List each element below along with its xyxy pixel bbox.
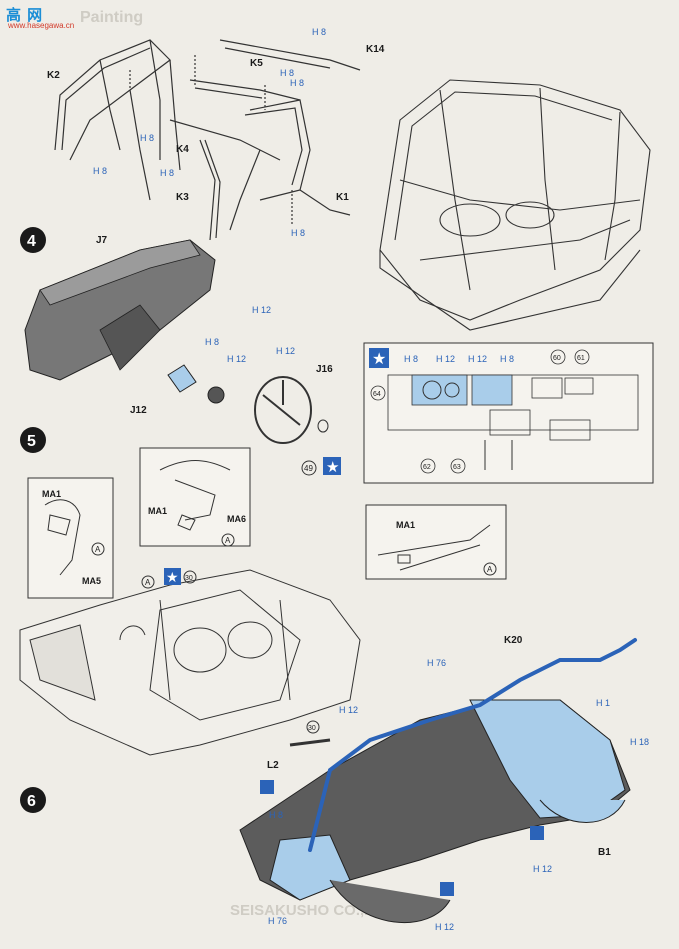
dashboard-j7 bbox=[24, 239, 216, 381]
site-logo: 高 网 www.hasegawa.cn bbox=[6, 4, 74, 32]
paint-code-h12: H 12 bbox=[276, 346, 295, 356]
part-label-k14: K14 bbox=[366, 44, 385, 55]
part-label-k20: K20 bbox=[504, 635, 523, 646]
part-label-ma1: MA1 bbox=[148, 506, 167, 516]
header-watermark: Painting bbox=[80, 9, 143, 26]
svg-text:4: 4 bbox=[27, 233, 36, 250]
star-icon: ★ bbox=[166, 569, 179, 585]
part-label-k5: K5 bbox=[250, 58, 263, 69]
paint-code-h76: H 76 bbox=[268, 916, 287, 926]
part-label-l2: L2 bbox=[267, 760, 279, 771]
step-5-marker: 5 bbox=[20, 427, 46, 453]
paint-code-h8: H 8 bbox=[280, 68, 294, 78]
decal-number-60: 60 bbox=[553, 355, 561, 362]
switch-assembly bbox=[167, 364, 225, 404]
paint-code-h12: H 12 bbox=[435, 922, 454, 932]
seatbelt-detail-center bbox=[139, 447, 251, 547]
part-number-30: 30 bbox=[308, 725, 316, 732]
star-icon: ★ bbox=[372, 351, 386, 368]
interior-body-step5 bbox=[19, 569, 361, 756]
paint-code-h8: H 8 bbox=[160, 168, 174, 178]
part-label-ma6: MA6 bbox=[227, 514, 246, 524]
exhaust-pipe-k20 bbox=[308, 638, 637, 852]
paint-code-h18: H 18 bbox=[630, 737, 649, 747]
callout-a: A bbox=[95, 545, 101, 554]
step-6-marker: 6 bbox=[20, 787, 46, 813]
part-label-j16: J16 bbox=[316, 364, 333, 375]
site-logo-url: www.hasegawa.cn bbox=[8, 21, 75, 30]
part-label-k1: K1 bbox=[336, 192, 349, 203]
part-label-j7: J7 bbox=[96, 235, 108, 246]
paint-code-h12: H 12 bbox=[252, 305, 271, 315]
paint-code-h12: H 12 bbox=[436, 354, 455, 364]
part-label-k2: K2 bbox=[47, 70, 60, 81]
decal-number-64: 64 bbox=[373, 391, 381, 398]
paint-code-h12: H 12 bbox=[339, 705, 358, 715]
part-label-ma5: MA5 bbox=[82, 576, 101, 586]
callout-a: A bbox=[487, 565, 493, 574]
svg-text:6: 6 bbox=[27, 793, 36, 810]
part-label-k3: K3 bbox=[176, 192, 189, 203]
chassis-underbody bbox=[239, 699, 631, 923]
decal-number-63: 63 bbox=[453, 464, 461, 471]
decal-number-62: 62 bbox=[423, 464, 431, 471]
paint-code-h8: H 8 bbox=[205, 337, 219, 347]
seatbelt-detail-left bbox=[27, 477, 114, 599]
callout-a: A bbox=[145, 578, 151, 587]
paint-code-h8: H 8 bbox=[312, 27, 326, 37]
svg-text:5: 5 bbox=[27, 433, 36, 450]
paint-code-h8: H 8 bbox=[500, 354, 514, 364]
part-label-j12: J12 bbox=[130, 405, 147, 416]
step-4-marker: 4 bbox=[20, 227, 46, 253]
paint-code-h76: H 76 bbox=[427, 658, 446, 668]
star-marker bbox=[323, 457, 341, 475]
paint-code-h8: H 8 bbox=[93, 166, 107, 176]
decal-numbers bbox=[370, 349, 590, 474]
paint-code-h8: H 8 bbox=[140, 133, 154, 143]
roll-cage-exploded bbox=[54, 39, 361, 241]
paint-code-h8: H 8 bbox=[404, 354, 418, 364]
decal-number-61: 61 bbox=[577, 355, 585, 362]
assembled-cage-body bbox=[379, 79, 651, 331]
paint-code-h12: H 12 bbox=[227, 354, 246, 364]
cement-markers bbox=[260, 780, 544, 896]
steering-wheel-j16 bbox=[254, 376, 329, 444]
part-number-49: 49 bbox=[304, 464, 313, 473]
part-label-ma1: MA1 bbox=[42, 489, 61, 499]
paint-code-h1: H 1 bbox=[596, 698, 610, 708]
star-marker bbox=[164, 568, 181, 585]
site-logo-title: 高 网 bbox=[6, 7, 44, 24]
part-label-k4: K4 bbox=[176, 144, 189, 155]
part-number-30: 30 bbox=[185, 575, 193, 582]
paint-code-h8: H 8 bbox=[291, 228, 305, 238]
decal-detail-box: ★ bbox=[363, 342, 654, 484]
part-label-ma1: MA1 bbox=[396, 520, 415, 530]
seatbelt-detail-right bbox=[365, 504, 507, 580]
star-icon: ★ bbox=[326, 459, 339, 476]
paint-code-h12: H 12 bbox=[468, 354, 487, 364]
callout-a: A bbox=[225, 536, 231, 545]
paint-code-h8: H 8 bbox=[269, 810, 283, 820]
paint-code-h12: H 12 bbox=[533, 864, 552, 874]
part-label-b1: B1 bbox=[598, 847, 611, 858]
paint-code-h8: H 8 bbox=[290, 78, 304, 88]
